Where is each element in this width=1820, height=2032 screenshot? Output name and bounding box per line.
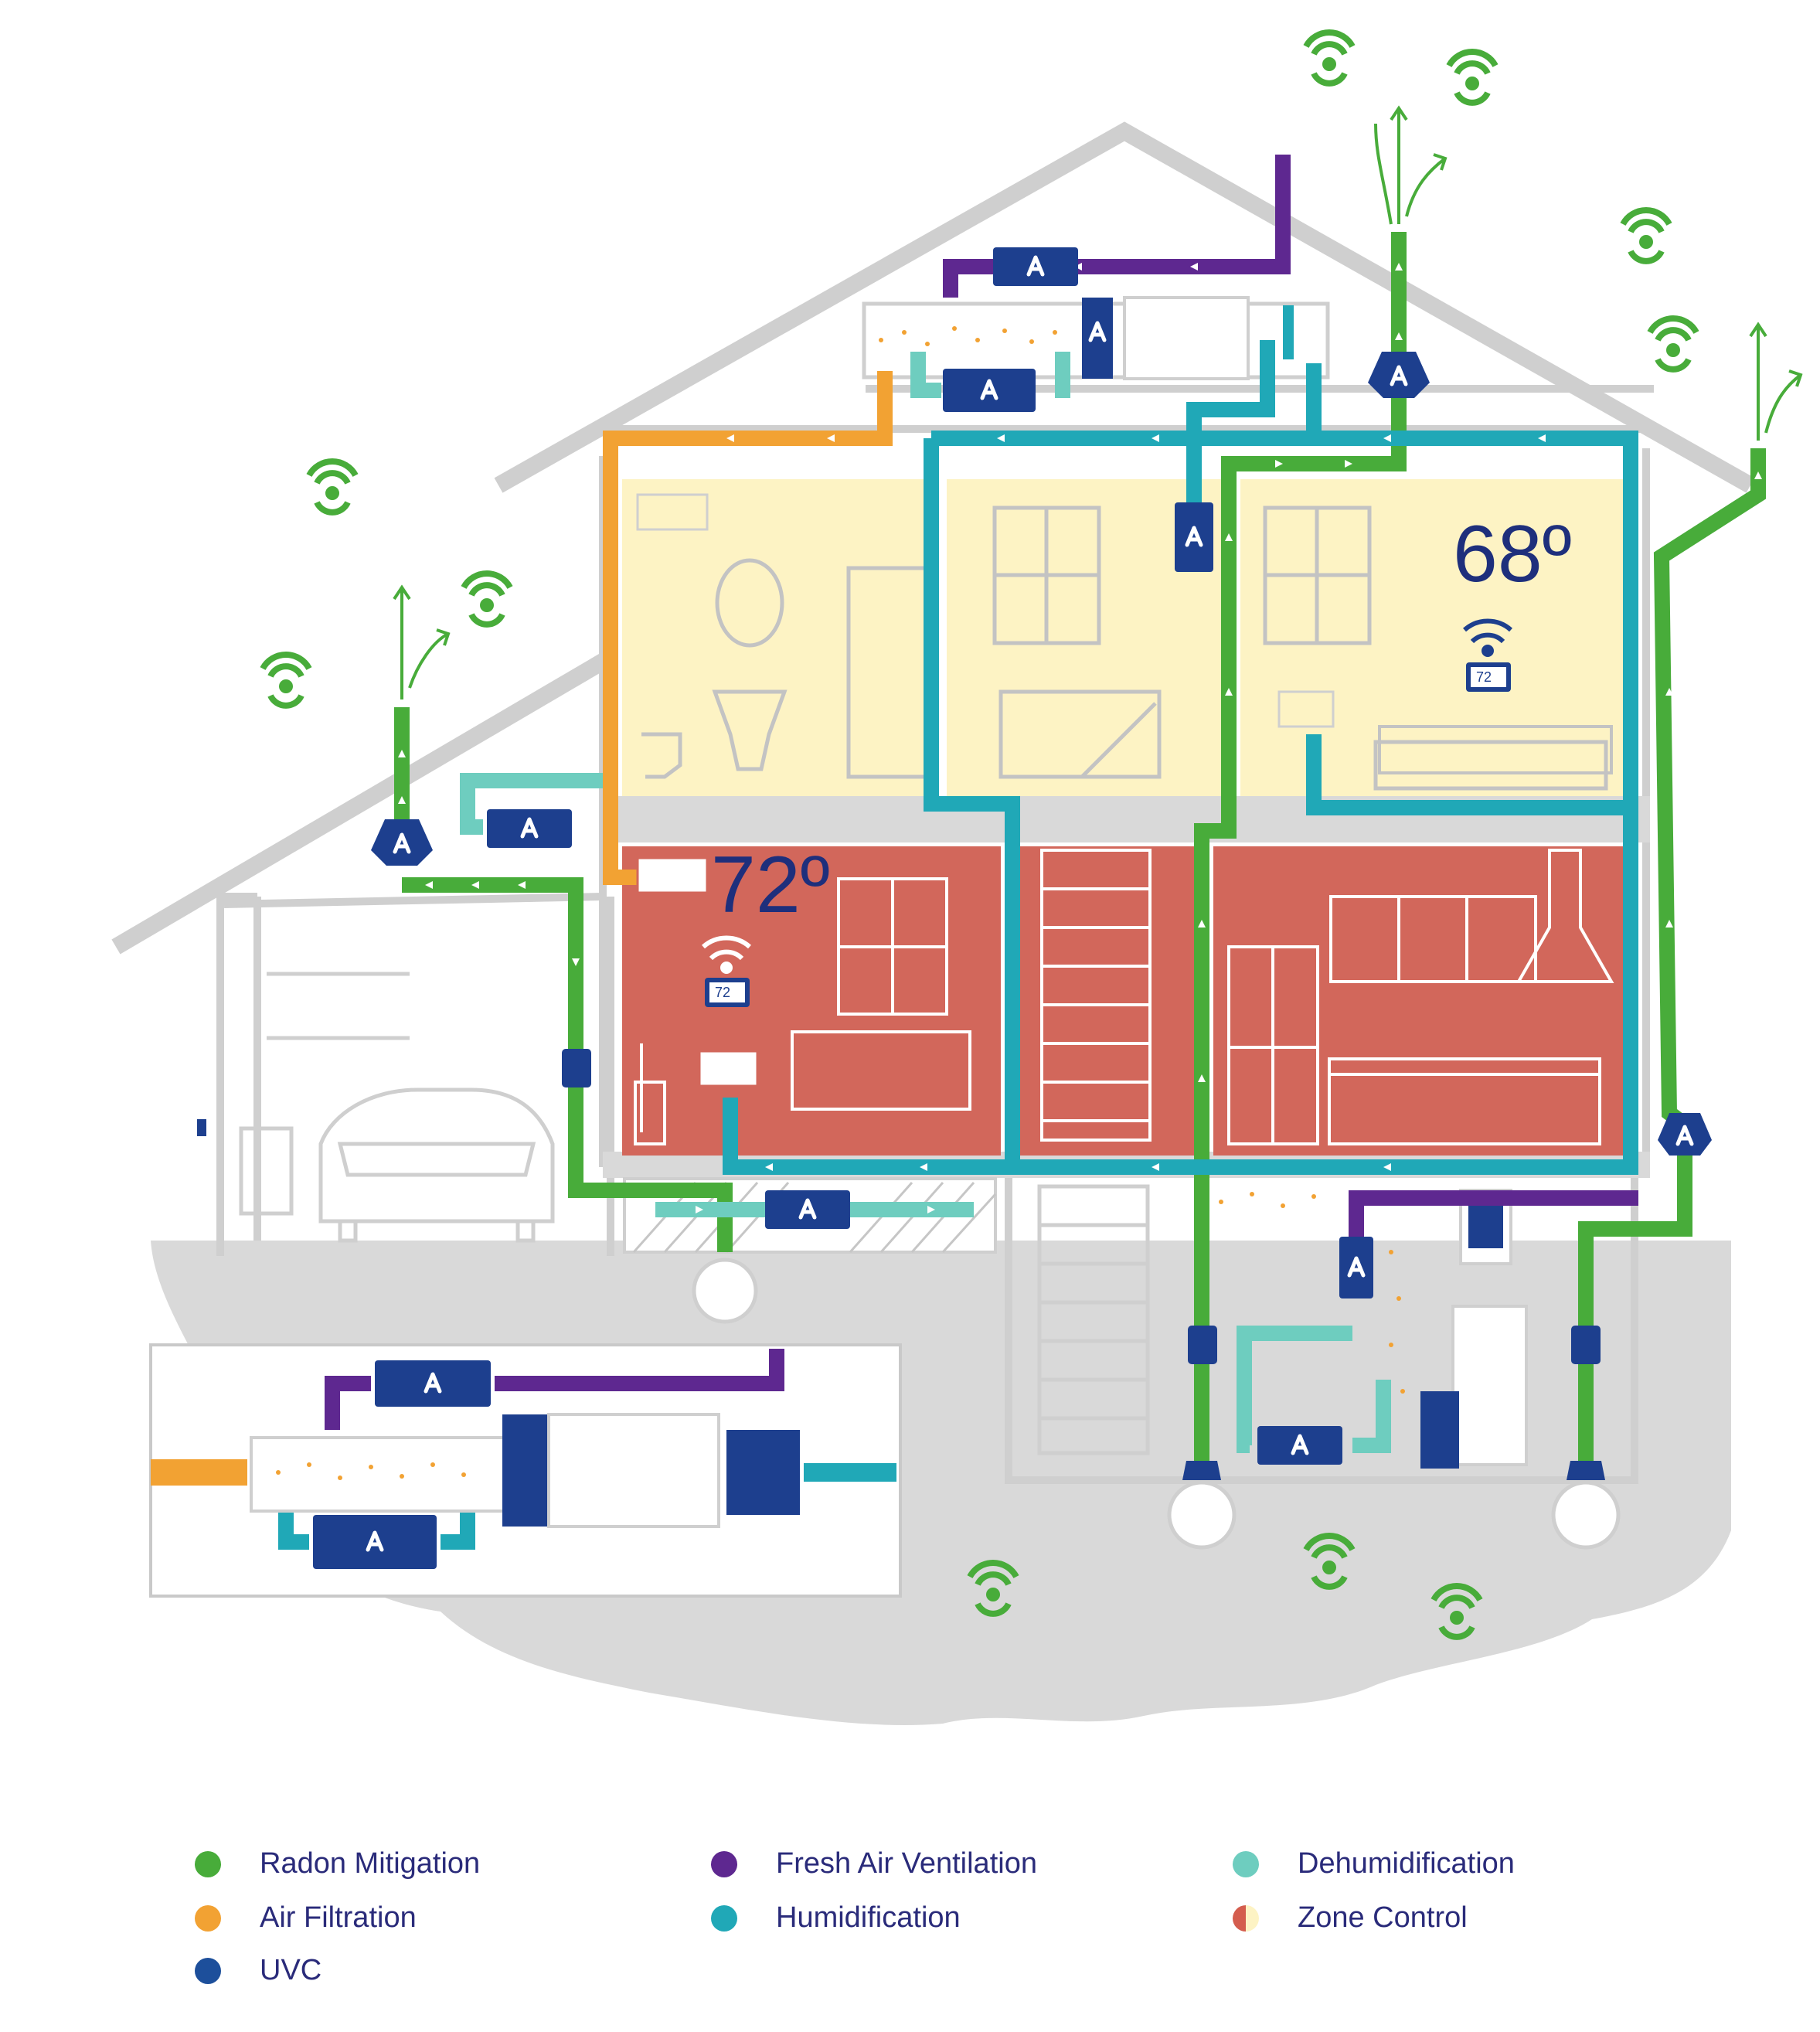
wifi-icon: [1463, 618, 1512, 657]
basement-stairs: [1037, 1184, 1150, 1455]
inline-units: [487, 247, 1373, 1465]
flow-arrows: [398, 263, 1762, 1360]
upstairs-temperature: 68º: [1453, 509, 1572, 599]
vent-grilles: [636, 856, 759, 1087]
thermostat-display: 72: [715, 985, 730, 1000]
garage-sketches: [239, 972, 555, 1243]
thermostat-upstairs: 72: [1466, 662, 1511, 692]
radon-fans: [371, 352, 1712, 1480]
upstairs-vent-grilles: [636, 493, 1335, 728]
radon-suction-pits: [692, 1258, 1621, 1550]
thermostat-downstairs: 72: [705, 978, 750, 1007]
radon-monitors: [197, 1049, 1601, 1364]
attic-air-handler: [862, 296, 1330, 380]
duct-network: [394, 155, 1766, 1476]
filtration-particles: [276, 326, 1405, 1480]
air-quality-signals: [260, 29, 1699, 1640]
roof-outline: [111, 121, 1755, 955]
downstairs-sketches: [634, 849, 1614, 1145]
downstairs-temperature: 72º: [711, 840, 830, 930]
wifi-icon: [702, 935, 751, 974]
interior-sketches: [641, 505, 1613, 791]
inset-ducts: [151, 1349, 896, 1550]
thermostat-display: 72: [1476, 669, 1492, 685]
exhaust-arrows: [393, 105, 1803, 699]
